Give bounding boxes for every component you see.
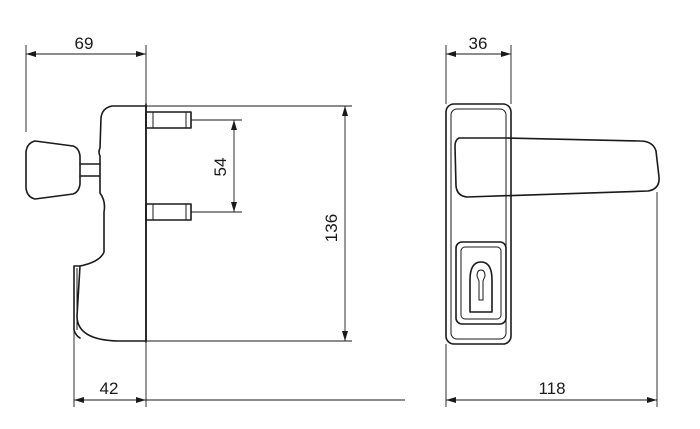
side-view	[25, 103, 192, 343]
side-knob	[25, 140, 81, 200]
dimension-69: 69	[25, 34, 147, 132]
front-plate	[445, 103, 512, 345]
dimension-54: 54	[191, 119, 242, 213]
dimension-label-54: 54	[211, 158, 230, 177]
key-cylinder	[469, 261, 493, 313]
dimension-label-118: 118	[538, 379, 565, 398]
side-pin-upper	[145, 111, 192, 129]
dimension-42: 42	[73, 330, 405, 407]
side-pin-lower	[145, 203, 192, 221]
dimension-136: 136	[146, 105, 352, 342]
dimension-label-69: 69	[75, 34, 94, 53]
dimension-label-136: 136	[322, 214, 341, 242]
dimension-118: 118	[445, 192, 658, 407]
keyhole-icon	[476, 269, 486, 301]
dimension-label-36: 36	[469, 34, 488, 53]
front-view	[445, 103, 660, 345]
front-lever	[454, 137, 660, 198]
dimension-36: 36	[445, 34, 512, 104]
side-body	[76, 105, 147, 342]
dimension-label-42: 42	[100, 379, 119, 398]
